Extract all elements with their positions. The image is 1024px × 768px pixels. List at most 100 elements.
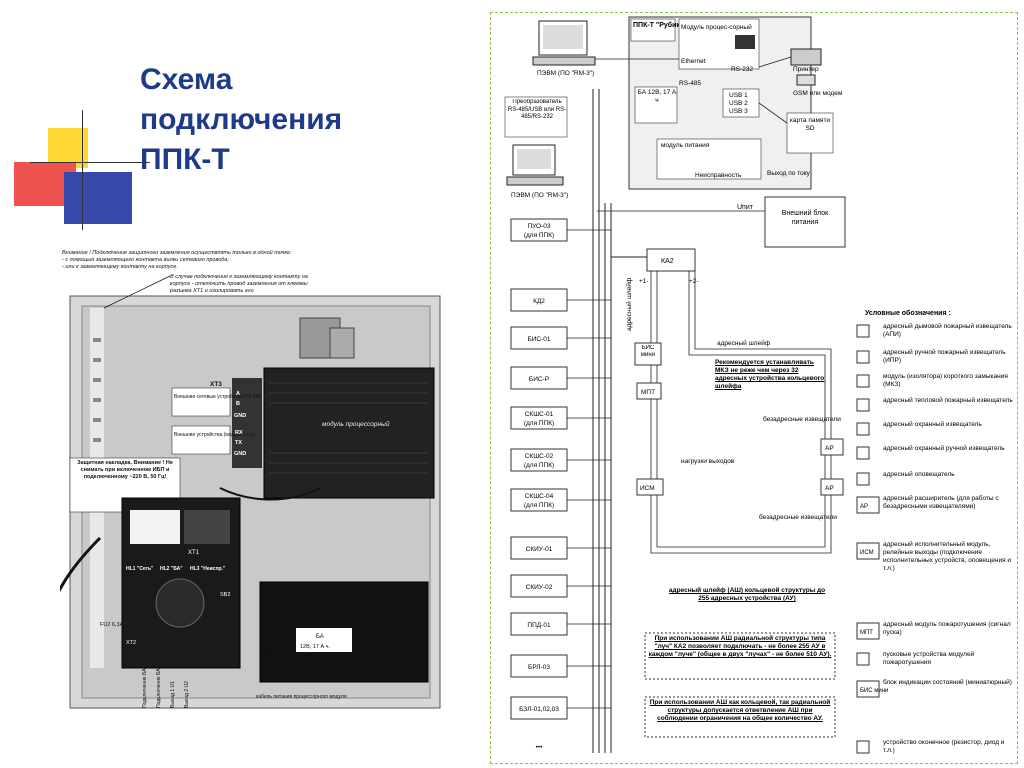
ka2-label: КА2	[661, 258, 674, 265]
legend-symbol	[856, 374, 870, 388]
mpt-label: МПТ	[641, 389, 655, 396]
legend-symbol	[856, 542, 880, 560]
bis-mini-label: БИС мини	[640, 345, 656, 358]
rs232-pin-gnd: GND	[234, 451, 246, 457]
bottom-label-1: Подключение БА	[142, 668, 148, 708]
left-device-sublabel: (для ППК)	[524, 502, 554, 509]
left-device-sublabel: (для ППК)	[524, 420, 554, 427]
ism-box	[636, 478, 664, 496]
loads-label: нагрузки выходов	[681, 458, 735, 465]
radial-note: При использовании АШ радиальной структур…	[648, 635, 832, 658]
ppk-title: ППК-Т "Рубикон"	[633, 21, 692, 29]
legend-symbol	[856, 472, 870, 486]
loop-note: адресный шлейф (АШ) кольцевой структуры …	[668, 587, 826, 602]
ring-note: При использовании АШ как кольцевой, так …	[649, 699, 831, 722]
sd-card-box	[786, 112, 834, 154]
left-device-label: ППД-01	[527, 622, 551, 629]
left-device-label: БИС-Р	[529, 376, 549, 383]
converter-label: Преобразователь RS-485/USB или RS-485/RS…	[507, 99, 567, 120]
ka2-plus2: +2-	[689, 278, 699, 285]
power-cable-label: кабель питания процессорного модуля	[256, 694, 347, 700]
power-module-label: модуль питания	[661, 142, 710, 149]
left-device-label: СКИУ-02	[526, 584, 553, 591]
gsm-icon	[796, 74, 816, 86]
rs232-label: RS-232	[731, 66, 753, 73]
legend-item-label: адресный исполнительный модуль, релейные…	[883, 541, 1012, 572]
warning-line-3: - или к заземляющему контакту на корпусе…	[62, 264, 178, 270]
legend-item-label: адресный модуль пожаротушения (сигнал пу…	[883, 621, 1011, 636]
processor-module-text: Модуль процес-сорный	[681, 23, 752, 31]
legend-symbol-label: АР	[860, 504, 868, 510]
bottom-label-4: Выход 2 U2	[184, 681, 190, 708]
legend-item-label: модуль (изолятора) короткого замыкания (…	[883, 373, 1008, 388]
ar-box-2	[820, 478, 844, 496]
usb3-label: USB 3	[729, 108, 748, 115]
warning-line-4: В случае подключения к заземляющему конт…	[170, 274, 308, 280]
ext-power-label: Внешний блок питания	[781, 210, 829, 226]
processor-module-label: модуль процессорный	[322, 420, 390, 428]
rs485-devices-label: Внешние сетевые устройства RS-485	[174, 393, 261, 400]
warning-line-1: Внимание ! Подключение защитного заземле…	[62, 249, 292, 256]
pc2-label: ПЭВМ (ПО "RM-3")	[511, 192, 568, 199]
warning-line-6: разъема ХТ1 и изолировать его	[169, 288, 254, 294]
left-device-label: КД2	[533, 298, 545, 305]
deco-blue-square	[64, 172, 132, 224]
ar-label-2: АР	[825, 485, 834, 492]
gsm-label: GSM или модем	[793, 90, 843, 97]
bottom-label-2: Подключение БА	[156, 668, 162, 708]
fault-label: Неисправность	[695, 172, 742, 179]
ar-label-1: АР	[825, 445, 834, 452]
usb1-label: USB 1	[729, 92, 748, 99]
legend-symbol-label: ИСМ	[860, 550, 874, 556]
legend-symbol	[856, 652, 870, 666]
rs232-devices-label: Внешние устройства (модем и т.д.)	[174, 431, 256, 438]
processor-module	[263, 367, 435, 499]
xt1-label: XT1	[188, 550, 200, 556]
wiring-diagram: ППК-Т "Рубикон" Модуль процес-сорный Eth…	[490, 12, 1018, 764]
deco-yellow-square	[48, 128, 88, 168]
legend-item-label: пусковые устройства модулей пожаротушени…	[883, 651, 975, 666]
ar-box-1	[820, 438, 844, 456]
legend-title: Условные обозначения :	[865, 309, 951, 317]
left-device-label: СКИУ-01	[526, 546, 553, 553]
left-device-sublabel: (для ППК)	[524, 462, 554, 469]
legend-item-label: адресный ручной пожарный извещатель (ИПР…	[883, 349, 1006, 364]
plus-ba-label: + БА	[260, 650, 272, 656]
legend-list: адресный дымовой пожарный извещатель (АП…	[856, 323, 1013, 754]
xt2-label: XT2	[126, 640, 136, 646]
left-device-sublabel: (для ППК)	[524, 232, 554, 239]
mpt-box	[636, 382, 662, 400]
hl2-label: HL2 "БА"	[160, 566, 183, 572]
legend-item-label: адресный тепловой пожарный извещатель	[883, 397, 1013, 404]
usb2-label: USB 2	[729, 100, 748, 107]
left-device-label: СКШС-01	[525, 411, 554, 418]
rs485-pin-b: B	[236, 401, 240, 407]
warning-line-5: корпусе - отключить провод заземления от…	[170, 281, 308, 287]
ka2-plus1: +1-	[639, 278, 649, 285]
cover-label: Защитная накладка. Внимание ! Не снимать…	[77, 460, 173, 480]
rs232-pin-rx: RX	[235, 430, 243, 436]
printer-icon	[790, 48, 822, 66]
sb2-label: SB2	[220, 592, 230, 598]
legend-item-label: адресный охранный извещатель	[883, 421, 982, 428]
legend-item-label: адресный расширитель (для работы с безад…	[883, 495, 999, 510]
battery-label-1: БА	[316, 634, 324, 640]
legend-item-label: блок индикации состояний (миниатюрный)	[883, 679, 1012, 686]
left-device-label: ПУО-03	[527, 223, 550, 230]
battery-label-2: 12В, 17 А ч.	[300, 644, 331, 650]
upit-label: Uпит	[737, 204, 754, 211]
panel-photo: Внимание ! Подключение защитного заземле…	[60, 248, 460, 710]
legend-item-label: устройство оконечное (резистор, диод и т…	[883, 739, 1005, 754]
legend-symbol	[856, 324, 870, 338]
title-line-2: подключения	[140, 103, 343, 136]
hl3-label: HL3 "Неиспр."	[190, 566, 226, 572]
ba-box	[634, 86, 678, 124]
recommend-note: Рекомендуется устанавливать МКЗ не реже …	[715, 359, 825, 390]
left-device-label: СКШС-02	[525, 453, 554, 460]
slide-title: Схема подключения ППК-Т	[140, 60, 342, 180]
ba-label: БА 12В, 17 А ч	[637, 89, 677, 104]
current-out-label: Выход по току	[767, 170, 811, 177]
bottom-label-3: Выход 1 U1	[170, 681, 176, 708]
power-module-box	[656, 138, 762, 180]
title-line-3: ППК-Т	[140, 143, 230, 176]
